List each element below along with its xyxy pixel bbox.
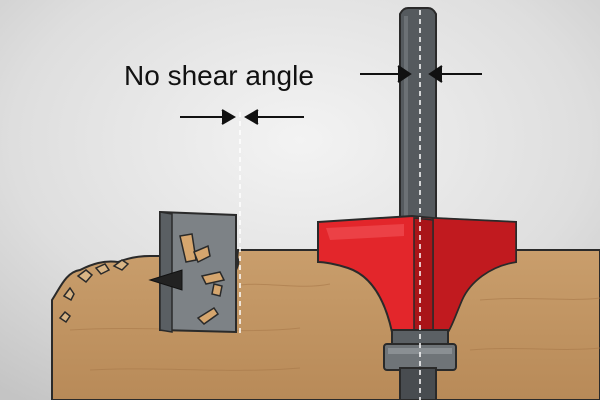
- arrow-right-icon: [180, 109, 236, 125]
- wood-workpiece: [51, 249, 600, 400]
- cutting-edge-triangle: [148, 269, 183, 291]
- wood-chips: [179, 233, 226, 325]
- wood-chipped-edge: [58, 259, 130, 324]
- router-bit-shadow: [432, 217, 517, 333]
- bearing-ring: [388, 348, 452, 354]
- cutter-left-face: [159, 211, 173, 333]
- caption-label: No shear angle: [124, 60, 314, 91]
- router-bit-cutting-face: [413, 217, 434, 335]
- arrow-left-icon: [244, 109, 304, 125]
- router-bit-shank: [399, 7, 437, 226]
- arrow-left-icon: [428, 65, 482, 83]
- router-bit-pilot: [399, 367, 437, 400]
- shank-highlight: [404, 16, 408, 221]
- router-bit-highlight: [326, 224, 404, 240]
- arrow-right-icon: [360, 65, 412, 83]
